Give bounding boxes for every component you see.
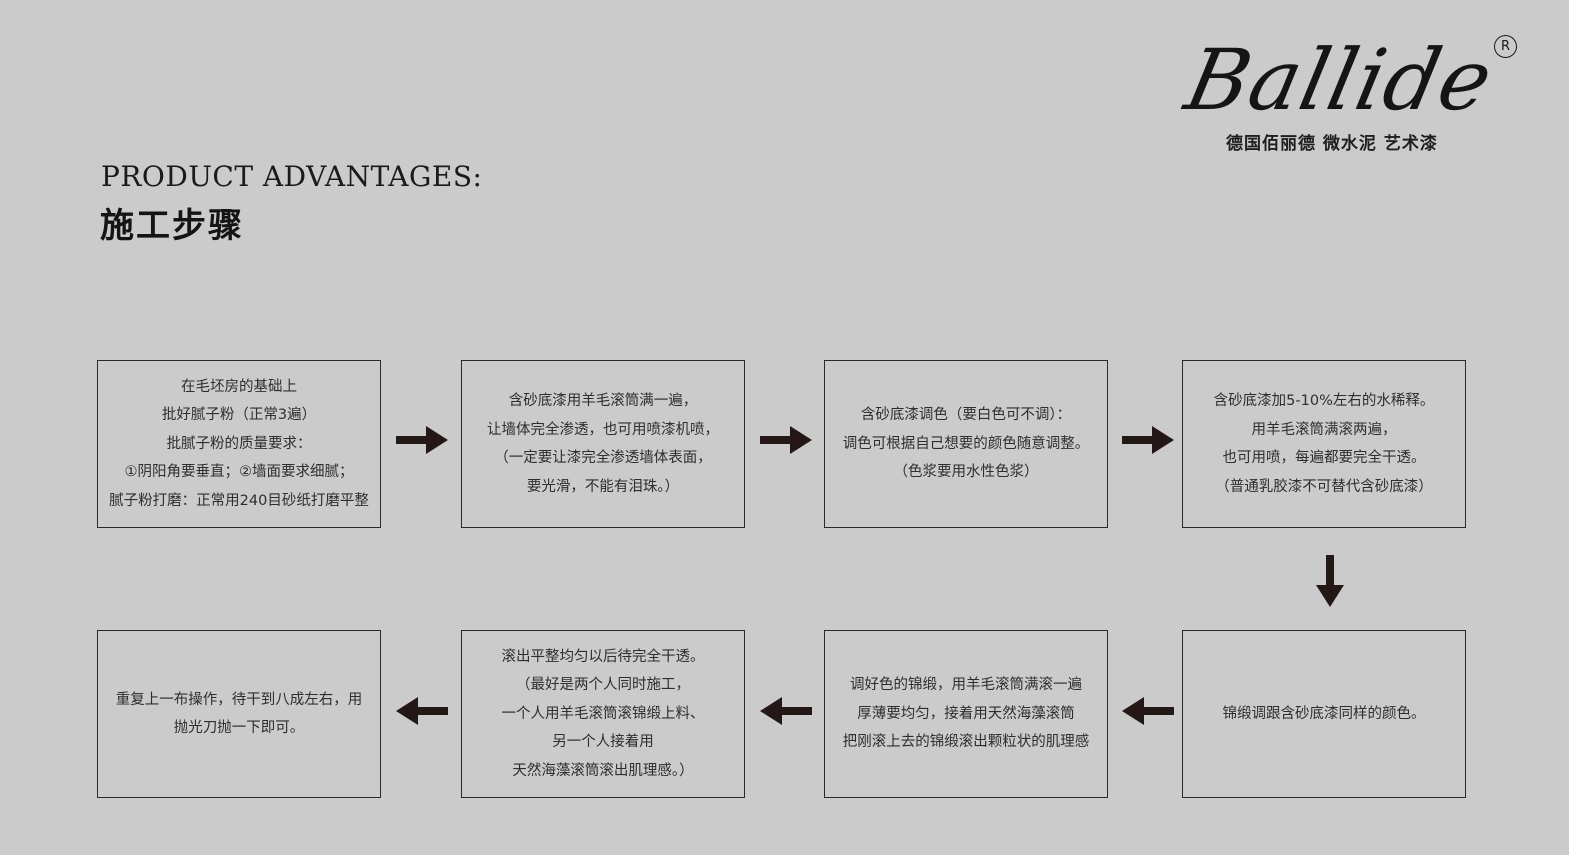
logo-subtitle: 德国佰丽德 微水泥 艺术漆 — [1226, 134, 1438, 154]
arrow-right-icon — [760, 426, 812, 454]
arrow-down-icon — [1316, 555, 1344, 607]
registered-mark: R — [1494, 35, 1517, 58]
arrow-right-icon — [396, 426, 448, 454]
brand-logo: Ballide R 德国佰丽德 微水泥 艺术漆 — [1177, 28, 1525, 158]
arrow-left-icon — [760, 697, 812, 725]
heading-chinese: 施工步骤 — [100, 206, 244, 246]
step-8-text: 重复上一布操作，待干到八成左右，用 抛光刀抛一下即可。 — [115, 691, 363, 737]
step-7-box: 滚出平整均匀以后待完全干透。 （最好是两个人同时施工， 一个人用羊毛滚筒滚锦缎上… — [461, 630, 745, 798]
step-1-text: 在毛坯房的基础上 批好腻子粉（正常3遍） 批腻子粉的质量要求： ①阴阳角要垂直；… — [109, 378, 369, 509]
step-5-text: 锦缎调跟含砂底漆同样的颜色。 — [1222, 705, 1426, 722]
step-6-box: 调好色的锦缎，用羊毛滚筒满滚一遍 厚薄要均匀，接着用天然海藻滚筒 把刚滚上去的锦… — [824, 630, 1108, 798]
step-2-box: 含砂底漆用羊毛滚筒满一遍， 让墙体完全渗透，也可用喷漆机喷， （一定要让漆完全渗… — [461, 360, 745, 528]
step-7-text: 滚出平整均匀以后待完全干透。 （最好是两个人同时施工， 一个人用羊毛滚筒滚锦缎上… — [501, 648, 705, 779]
arrow-left-icon — [1122, 697, 1174, 725]
step-3-text: 含砂底漆调色（要白色可不调）： 调色可根据自己想要的颜色随意调整。 （色浆要用水… — [842, 407, 1090, 481]
heading-english: PRODUCT ADVANTAGES: — [101, 160, 483, 193]
step-8-box: 重复上一布操作，待干到八成左右，用 抛光刀抛一下即可。 — [97, 630, 381, 798]
step-6-text: 调好色的锦缎，用羊毛滚筒满滚一遍 厚薄要均匀，接着用天然海藻滚筒 把刚滚上去的锦… — [842, 677, 1090, 751]
step-4-box: 含砂底漆加5-10%左右的水稀释。 用羊毛滚筒满滚两遍， 也可用喷，每遍都要完全… — [1182, 360, 1466, 528]
step-1-box: 在毛坯房的基础上 批好腻子粉（正常3遍） 批腻子粉的质量要求： ①阴阳角要垂直；… — [97, 360, 381, 528]
logo-script-text: Ballide — [1177, 31, 1502, 129]
step-4-text: 含砂底漆加5-10%左右的水稀释。 用羊毛滚筒满滚两遍， 也可用喷，每遍都要完全… — [1213, 393, 1435, 495]
step-2-text: 含砂底漆用羊毛滚筒满一遍， 让墙体完全渗透，也可用喷漆机喷， （一定要让漆完全渗… — [487, 393, 719, 495]
step-5-box: 锦缎调跟含砂底漆同样的颜色。 — [1182, 630, 1466, 798]
arrow-left-icon — [396, 697, 448, 725]
arrow-right-icon — [1122, 426, 1174, 454]
step-3-box: 含砂底漆调色（要白色可不调）： 调色可根据自己想要的颜色随意调整。 （色浆要用水… — [824, 360, 1108, 528]
